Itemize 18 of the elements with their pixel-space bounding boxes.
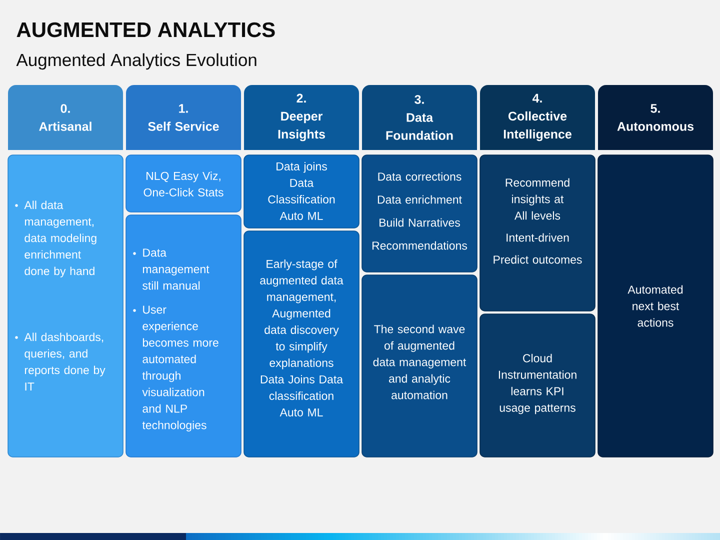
header-tab: 0. Artisanal	[8, 85, 123, 150]
header-tab: 1. Self Service	[126, 85, 241, 150]
text-panel: Data corrections Data enrichment Build Narratives Recommendations	[362, 154, 478, 272]
text-panel: The second wave of augmented data management and analytic automation	[362, 274, 478, 458]
header-tab: 5. Autonomous	[598, 85, 713, 150]
slide-subtitle: Augmented Analytics Evolution	[16, 53, 256, 70]
text-panel: Automated next best actions	[598, 154, 714, 458]
text-panel: Data management still manual User experience becomes more automated through visualization and NLP technologies	[126, 214, 242, 458]
text-panel: Recommend insights at All levels Intent-driven Predict outcomes	[480, 154, 596, 312]
slide-title: AUGMENTED ANALYTICS	[16, 22, 275, 38]
text-panel: All data management, data modeling enrichment done by hand All dashboards, queries, and reports done by IT	[8, 154, 124, 458]
text-panel: Data joins Data Classification Auto ML	[244, 154, 360, 228]
header-tab: 4. Collective Intelligence	[480, 85, 595, 150]
header-tab: 3. Data Foundation	[362, 85, 477, 150]
text-panel: Cloud Instrumentation learns KPI usage patterns	[480, 314, 596, 458]
text-panel: NLQ Easy Viz, One-Click Stats	[126, 154, 242, 212]
text-panel: Early-stage of augmented data management, Augmented data discovery to simplify explanations Data Joins Data classification Auto ML	[244, 230, 360, 458]
header-tab: 2. Deeper Insights	[244, 85, 359, 150]
